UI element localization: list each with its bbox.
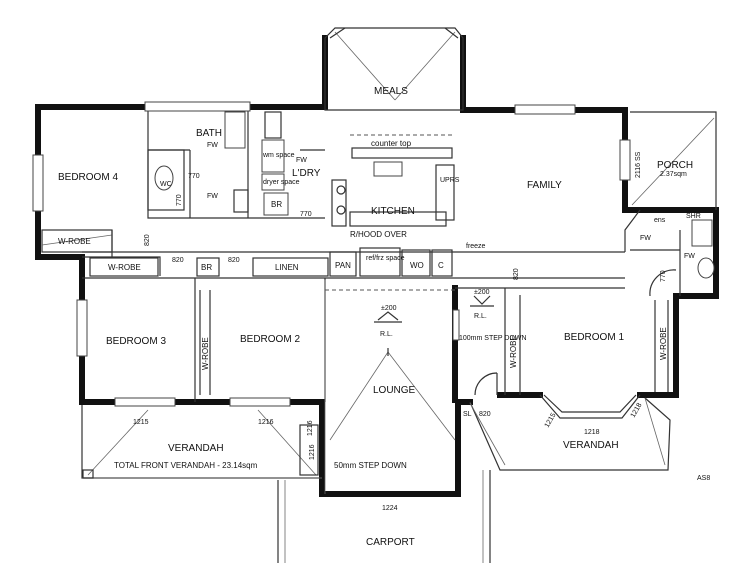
- label-wrobe-b1-right: W-ROBE: [659, 327, 668, 360]
- label-stamp: AS8: [697, 475, 710, 482]
- label-fw-bath-1: FW: [207, 142, 218, 149]
- label-pan: PAN: [335, 261, 351, 270]
- label-dryer-space: dryer space: [263, 179, 300, 186]
- label-ens-lower: FW: [640, 235, 651, 242]
- dim-820-b3: 820: [172, 257, 184, 264]
- label-br-laundry: BR: [271, 200, 282, 209]
- room-labels: BEDROOM 4 BATH L'DRY MEALS KITCHEN FAMIL…: [58, 86, 693, 548]
- label-ens-shower: SHR: [686, 213, 701, 220]
- dim-820-b1: 820: [513, 268, 520, 280]
- label-bedroom1: BEDROOM 1: [564, 332, 624, 343]
- bath-laundry: [147, 107, 325, 219]
- label-carport: CARPORT: [366, 537, 415, 548]
- label-level-hall: ±200: [474, 289, 490, 296]
- label-rl-hall: R.L.: [474, 313, 487, 320]
- label-verandah-total: TOTAL FRONT VERANDAH - 23.14sqm: [114, 461, 258, 470]
- dim-770-bath1: 770: [188, 173, 200, 180]
- label-counter-top: counter top: [371, 139, 412, 148]
- label-uprs: UPRS: [440, 177, 460, 184]
- label-fw-bath-2: FW: [207, 193, 218, 200]
- meals-bay: [324, 27, 464, 111]
- label-porch-area: 2.37sqm: [660, 171, 687, 178]
- dim-770-ens: 770: [660, 270, 667, 282]
- label-wm-space: wm space: [262, 152, 295, 159]
- dim-1218: 1218: [584, 429, 600, 436]
- label-wrobe-b3: W-ROBE: [201, 337, 210, 370]
- dim-1215-side: 1215: [544, 412, 558, 429]
- label-porch: PORCH: [657, 160, 693, 171]
- windows: [32, 101, 631, 407]
- label-kitchen: KITCHEN: [371, 206, 415, 217]
- dim-820-sl: 820: [479, 411, 491, 418]
- ensuite-porch: [630, 111, 717, 297]
- dim-770-bath2: 770: [176, 194, 183, 206]
- label-wrobe-b1: W-ROBE: [509, 335, 518, 368]
- label-verandah-front: VERANDAH: [168, 443, 224, 454]
- dim-2116-porch: 2116 SS: [635, 151, 642, 178]
- label-sl: SL: [463, 411, 472, 418]
- dim-1215: 1215: [133, 419, 149, 426]
- hall-bedroom1: [470, 295, 498, 396]
- label-ref-space: ref/frz space: [366, 255, 405, 262]
- label-freeze: freeze: [466, 243, 486, 250]
- front-verandah: [81, 405, 322, 479]
- label-fw-ens: FW: [684, 253, 695, 260]
- label-ensuite: ens: [654, 217, 666, 224]
- label-fw-ldry: FW: [296, 157, 307, 164]
- dim-820-b2: 820: [228, 257, 240, 264]
- label-lounge: LOUNGE: [373, 385, 416, 396]
- carport: [277, 470, 491, 563]
- dim-820-hall: 820: [144, 234, 151, 246]
- dim-1216-side: 1216: [307, 420, 314, 436]
- label-bedroom4: BEDROOM 4: [58, 172, 118, 183]
- label-step-hall: 100mm STEP DOWN: [459, 335, 527, 342]
- label-step-lounge: 50mm STEP DOWN: [334, 461, 407, 470]
- lounge-bay: [324, 280, 456, 494]
- label-ldry: L'DRY: [292, 168, 321, 179]
- label-c: C: [438, 261, 444, 270]
- label-linen: LINEN: [275, 263, 299, 272]
- label-bedroom2: BEDROOM 2: [240, 334, 300, 345]
- label-wrobe-b4: W-ROBE: [58, 237, 91, 246]
- label-wc: WC: [160, 181, 172, 188]
- kitchen-joinery: [331, 134, 455, 227]
- label-family: FAMILY: [527, 180, 562, 191]
- dim-1224: 1224: [382, 505, 398, 512]
- label-rl-lounge: R.L.: [380, 331, 393, 338]
- dim-1216-a: 1216: [258, 419, 274, 426]
- dim-1216-b: 1216: [309, 444, 316, 460]
- label-level-lounge: ±200: [381, 305, 397, 312]
- bedroom1-bay: [539, 394, 641, 419]
- label-rhood: R/HOOD OVER: [350, 230, 407, 239]
- dim-770-ldry: 770: [300, 211, 312, 218]
- dim-1218-side: 1218: [630, 402, 644, 419]
- label-bedroom3: BEDROOM 3: [106, 336, 166, 347]
- right-verandah: [469, 397, 671, 471]
- fixture-labels: counter top wm space dryer space BR W-RO…: [58, 139, 701, 470]
- label-wrobe-hall: W-ROBE: [108, 263, 141, 272]
- label-wo: WO: [410, 261, 424, 270]
- label-verandah-right: VERANDAH: [563, 440, 619, 451]
- label-bath: BATH: [196, 128, 222, 139]
- label-meals: MEALS: [374, 86, 408, 97]
- hall-robes: [41, 209, 641, 279]
- label-br-hall: BR: [201, 263, 212, 272]
